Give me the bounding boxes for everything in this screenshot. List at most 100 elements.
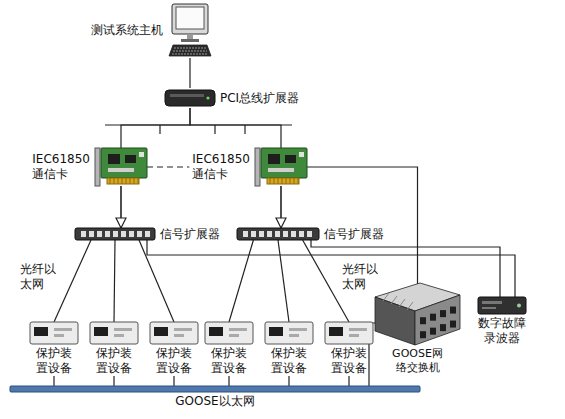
icon-part: [107, 178, 139, 184]
node-label: 信号扩展器: [160, 227, 220, 242]
icon-part: [114, 328, 132, 331]
icon-part: [209, 327, 223, 336]
switch-icon: [375, 283, 460, 345]
node-label: 数字故障录波器: [477, 316, 527, 346]
icon-part: [95, 148, 100, 186]
icon-part: [237, 228, 319, 240]
gold-finger: [138, 178, 139, 184]
connector: [120, 186, 122, 228]
icon-part: [105, 231, 110, 237]
protection-device: 保护装置设备: [205, 322, 253, 376]
gold-finger: [126, 178, 127, 184]
icon-part: [108, 154, 120, 164]
icon-part: [255, 148, 260, 186]
fault-recorder: 数字故障录波器: [477, 297, 527, 346]
gold-finger: [114, 178, 115, 184]
icon-part: [34, 327, 48, 336]
node-label: 保护装置设备: [270, 346, 308, 376]
gold-finger: [278, 178, 279, 184]
gold-finger: [286, 178, 287, 184]
top-vent: [391, 296, 397, 304]
icon-part: [101, 148, 147, 178]
expander-icon: [237, 228, 319, 240]
icon-part: [229, 328, 247, 331]
icon-part: [176, 7, 204, 29]
connector: [278, 240, 289, 322]
icon-part: [169, 45, 211, 56]
connector: [190, 108, 281, 148]
top-vent: [399, 299, 405, 307]
icon-part: [349, 328, 367, 331]
icon-part: [187, 34, 193, 39]
icon-part: [81, 231, 86, 237]
connector: [228, 376, 229, 386]
connector: [147, 240, 515, 297]
gold-finger: [290, 178, 291, 184]
icon-part: [450, 307, 456, 314]
device-icon: [325, 322, 373, 344]
protection-device: 保护装置设备: [265, 322, 313, 376]
icon-part: [205, 322, 253, 344]
icon-part: [440, 310, 446, 317]
icon-part: [75, 228, 155, 240]
icon-part: [285, 155, 296, 163]
goose-switch: GOOSE网络交换机: [375, 283, 460, 375]
connector: [54, 240, 91, 322]
node-label: IEC61850 通信卡: [192, 152, 250, 182]
device-icon: [90, 322, 138, 344]
icon-part: [172, 4, 208, 34]
connector: [280, 186, 282, 228]
bus-stub: [244, 125, 245, 134]
comm-card: IEC61850 通信卡: [32, 148, 147, 186]
goose-ethernet-bus: GOOSE以太网: [10, 386, 420, 409]
icon-part: [267, 178, 299, 184]
device-icon: [150, 322, 198, 344]
gold-finger: [282, 178, 283, 184]
connector: [189, 58, 190, 88]
connector: [288, 376, 289, 386]
node-label: IEC61850 通信卡: [32, 152, 90, 182]
protection-device: 保护装置设备: [90, 322, 138, 376]
gold-finger: [118, 178, 119, 184]
pci-icon: [165, 88, 215, 108]
gold-finger: [110, 178, 111, 184]
icon-part: [54, 328, 72, 331]
icon-part: [154, 327, 168, 336]
key-row: [172, 54, 208, 55]
gold-finger: [270, 178, 271, 184]
icon-part: [291, 231, 296, 237]
connector: [229, 240, 253, 322]
node-label: GOOSE以太网: [175, 394, 254, 409]
medium-label: 光纤以太网: [20, 262, 58, 292]
icon-part: [289, 328, 307, 331]
icon-part: [482, 301, 502, 304]
icon-part: [94, 327, 108, 336]
icon-part: [108, 168, 134, 172]
icon-part: [275, 231, 280, 237]
key-row: [174, 48, 206, 49]
node-label: 保护装置设备: [210, 346, 248, 376]
protection-device: 保护装置设备: [325, 322, 373, 376]
icon-part: [420, 317, 426, 324]
comm-card: IEC61850 通信卡: [192, 148, 307, 186]
icon-part: [283, 231, 288, 237]
node-label: PCI总线扩展器: [220, 91, 299, 106]
device-icon: [30, 322, 78, 344]
icon-part: [329, 327, 343, 336]
icon-part: [89, 231, 94, 237]
node-label: 信号扩展器: [324, 227, 384, 242]
icon-part: [420, 331, 426, 338]
connector: [121, 108, 190, 148]
gold-finger: [134, 178, 135, 184]
icon-part: [139, 152, 144, 157]
gold-finger: [130, 178, 131, 184]
node-label: 测试系统主机: [91, 23, 163, 38]
connector: [113, 376, 114, 386]
icon-part: [261, 148, 307, 178]
recorder-icon: [478, 297, 526, 314]
connector: [348, 376, 349, 386]
icon-part: [129, 231, 134, 237]
node-label: 保护装置设备: [155, 346, 193, 376]
icon-part: [259, 231, 264, 237]
icon-part: [482, 307, 496, 309]
